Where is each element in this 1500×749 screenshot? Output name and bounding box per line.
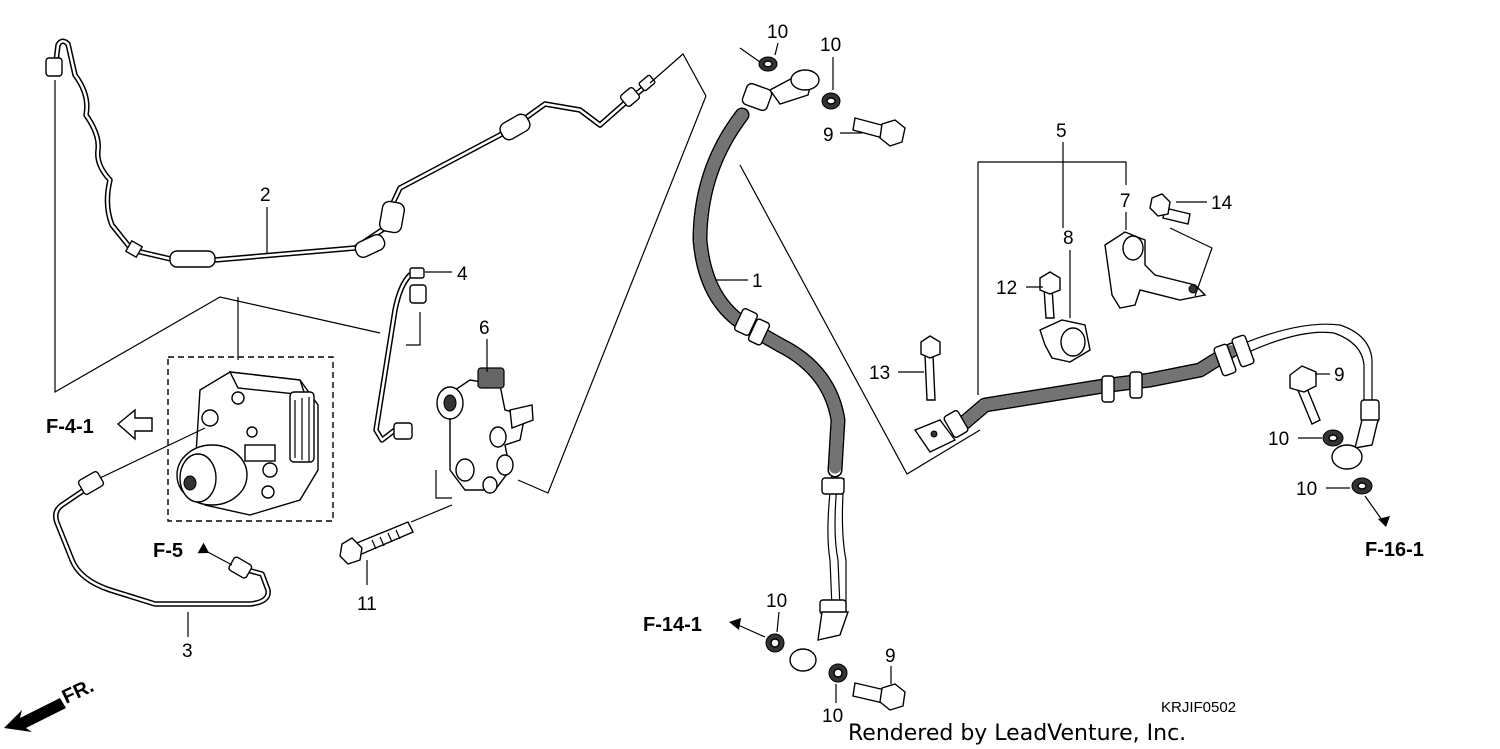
callout-1: 1 — [752, 271, 763, 292]
callout-10-right-a: 10 — [1268, 429, 1289, 450]
arrow-up-left-icon — [197, 542, 210, 554]
callout-10-top-a: 10 — [767, 22, 788, 43]
ref-f-4-1[interactable]: F-4-1 — [46, 416, 94, 438]
joint-valve-6[interactable] — [436, 367, 534, 494]
callout-11: 11 — [357, 594, 377, 615]
arrow-left-icon-2 — [729, 618, 741, 630]
callout-10-bottom-a: 10 — [766, 591, 787, 612]
hose-clamp-bracket-7[interactable] — [1104, 231, 1207, 309]
callout-2: 2 — [260, 185, 271, 206]
bolt-13[interactable] — [920, 335, 941, 401]
ref-f-14-1[interactable]: F-14-1 — [643, 614, 702, 636]
ref-f-5[interactable]: F-5 — [153, 540, 183, 562]
bolt-12[interactable] — [1039, 271, 1061, 319]
brake-pipe-4[interactable] — [373, 267, 427, 443]
ref-f-16-1[interactable]: F-16-1 — [1365, 539, 1424, 561]
brake-pipe-3[interactable] — [53, 470, 271, 607]
callout-10-bottom-b: 10 — [822, 706, 843, 727]
front-arrow-icon — [4, 698, 66, 732]
bolt-9-bottom[interactable] — [852, 682, 906, 711]
bolt-9-right[interactable] — [1289, 365, 1321, 425]
arrow-down-right-icon — [1378, 516, 1390, 527]
abs-modulator[interactable] — [176, 371, 319, 516]
callout-10-right-b: 10 — [1296, 479, 1317, 500]
callout-9-bottom: 9 — [885, 646, 896, 667]
arrow-left-icon — [116, 408, 153, 441]
front-label: FR. — [59, 675, 97, 709]
callout-13: 13 — [869, 363, 890, 384]
callout-4: 4 — [457, 264, 468, 285]
rear-brake-hose[interactable] — [913, 323, 1380, 470]
abs-modulator-boundary — [167, 356, 334, 522]
hose-clamp-8[interactable] — [1039, 319, 1091, 363]
credit-text: Rendered by LeadVenture, Inc. — [848, 721, 1186, 746]
callout-5: 5 — [1056, 121, 1067, 142]
callout-8: 8 — [1063, 228, 1074, 249]
callout-6: 6 — [479, 318, 490, 339]
brake-hose-1[interactable] — [692, 69, 849, 672]
callout-7: 7 — [1120, 191, 1131, 212]
bolt-9-top[interactable] — [852, 117, 906, 147]
callout-9-top: 9 — [823, 125, 834, 146]
front-direction-indicator: FR. — [4, 675, 97, 732]
callout-9-right: 9 — [1334, 365, 1345, 386]
callout-3: 3 — [182, 641, 193, 662]
bolt-14[interactable] — [1149, 193, 1191, 225]
callout-12: 12 — [996, 278, 1017, 299]
brake-pipe-2[interactable] — [45, 38, 656, 268]
bolt-11[interactable] — [339, 521, 414, 565]
callout-14: 14 — [1211, 193, 1233, 214]
callout-10-top-b: 10 — [820, 35, 841, 56]
diagram-code: KRJIF0502 — [1161, 699, 1236, 716]
